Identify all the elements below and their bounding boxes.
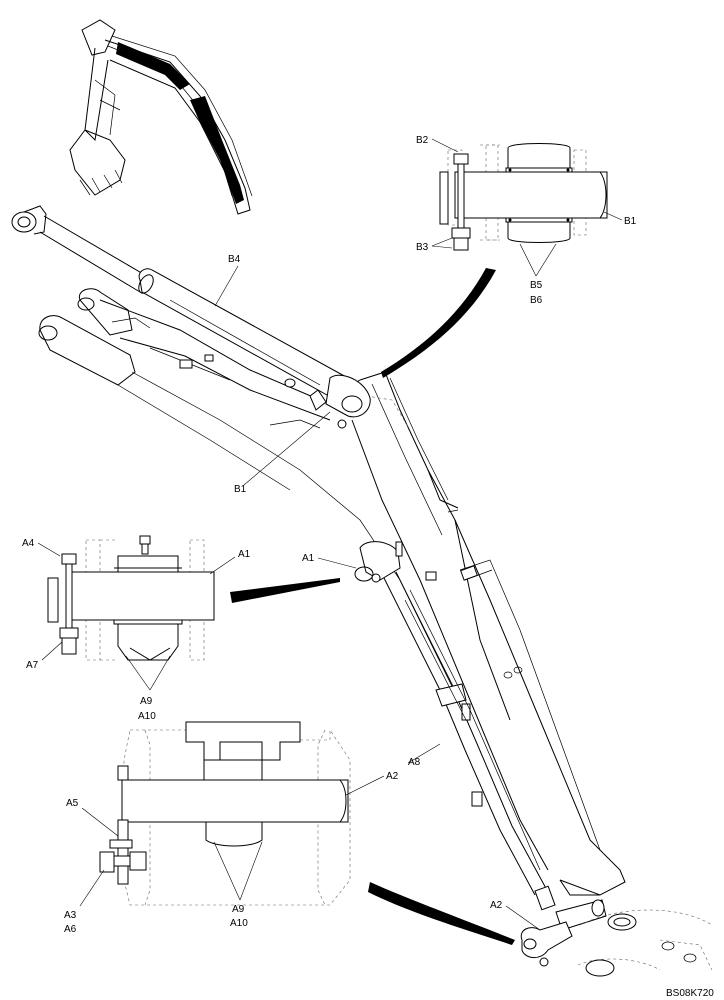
label-b6: B6 <box>530 295 543 306</box>
arm-cylinder-a8 <box>354 541 607 967</box>
label-a3: A3 <box>64 910 77 921</box>
base-frame <box>577 909 713 977</box>
part-labels: B2 B3 B1 B5 B6 B4 B1 A4 A1 A1 A7 A9 A10 … <box>22 135 714 999</box>
label-b2: B2 <box>416 135 429 146</box>
callout-wedge-a2 <box>368 882 515 945</box>
label-a10-upper: A10 <box>138 711 156 722</box>
label-a6: A6 <box>64 924 77 935</box>
arm-linkage <box>38 288 461 701</box>
drawing-code: BS08K720 <box>666 988 714 999</box>
callout-wedge-a1 <box>230 578 340 603</box>
leader-lines <box>37 138 623 931</box>
label-a9-upper: A9 <box>140 696 153 707</box>
label-a10-lower: A10 <box>230 918 248 929</box>
boom-structure <box>339 371 626 896</box>
callout-wedge-b <box>381 268 496 378</box>
label-b1-detail: B1 <box>624 216 637 227</box>
label-a2-main: A2 <box>490 900 503 911</box>
thumbnail-arm-illustration <box>69 19 253 215</box>
detail-b <box>439 143 608 251</box>
label-b1-main: B1 <box>234 484 247 495</box>
label-a4: A4 <box>22 538 35 549</box>
detail-a1 <box>47 535 215 661</box>
label-a7: A7 <box>26 660 39 671</box>
label-a1-detail: A1 <box>238 549 251 560</box>
label-b4: B4 <box>228 254 241 265</box>
label-a5: A5 <box>66 798 79 809</box>
label-a2-detail: A2 <box>386 771 399 782</box>
label-b3: B3 <box>416 242 429 253</box>
label-b5: B5 <box>530 280 543 291</box>
detail-a2 <box>99 721 351 906</box>
label-a8: A8 <box>408 757 421 768</box>
label-a1-main: A1 <box>302 553 315 564</box>
label-a9-lower: A9 <box>232 904 245 915</box>
boom-cylinder-b4 <box>11 205 371 429</box>
